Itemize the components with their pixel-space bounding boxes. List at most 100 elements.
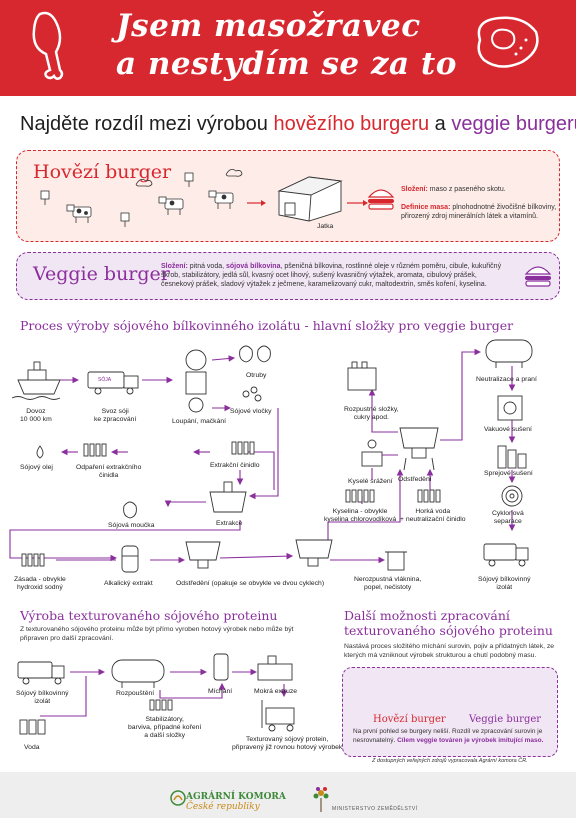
flasks-icon: [417, 489, 441, 503]
water-bottles-icon: [19, 719, 46, 735]
texture-izolat: Sójový bílkovinný izolát: [16, 690, 69, 705]
subtitle-beef: hovězího burgeru: [273, 113, 430, 135]
dissolving-tank-icon: [111, 659, 165, 688]
compare-text-normal: Na první pohled se burgery neliší. Rozdí…: [353, 728, 543, 744]
cloud-icon: [135, 169, 243, 187]
step-izolat: Sójový bílkovinný izolát: [478, 576, 531, 591]
step-cyklonova: Cyklonová separace: [492, 510, 524, 525]
ship-icon: [11, 361, 61, 400]
flasks-icon: [21, 553, 45, 567]
step-zasada: Zásada - obvykle hydroxid sodný: [14, 576, 66, 591]
logo1-line2: České republiky: [186, 802, 260, 812]
veggie-burger-icon: [524, 266, 552, 287]
beef-box-title: Hovězí burger: [33, 161, 172, 183]
flour-bag-icon: [123, 501, 137, 519]
centrifuge-icon: [295, 539, 333, 567]
forklift-icon: [261, 700, 295, 732]
bags-icon: [239, 345, 271, 363]
step-louponi: Loupání, mačkání: [172, 418, 227, 425]
slaughterhouse-icon: [277, 176, 343, 222]
beef-composition-label: Složení:: [401, 186, 428, 193]
texture-extruze: Mokrá extruze: [254, 688, 298, 695]
burger-icon: [367, 189, 395, 210]
centrifuge-icon: [185, 541, 221, 569]
footer: [0, 772, 576, 818]
step-alkalicky: Alkalický extrakt: [104, 580, 153, 587]
compare-beef-label: Hovězí burger: [373, 714, 446, 725]
title-line1: Jsem masožravec: [116, 8, 421, 44]
truck-soja-label: SÓJA: [98, 377, 112, 383]
step-extrakcni: Extrakční činidlo: [210, 462, 260, 469]
cow-icon: [66, 190, 234, 223]
compare-text: Na první pohled se burgery neliší. Rozdí…: [353, 728, 553, 745]
texture-protein: Texturovaný sójový protein, připravený j…: [232, 736, 343, 751]
subtitle-text: Najděte rozdíl mezi výrobou: [20, 113, 274, 135]
texture-title: Výroba texturovaného sójového proteinu: [20, 608, 278, 623]
ministry-logo: MINISTERSTVO ZEMĚDĚLSTVÍ: [332, 806, 418, 812]
step-horka: Horká voda + neutralizační činidlo: [400, 508, 466, 523]
truck-icon: [87, 371, 139, 395]
step-neutralizace: Neutralizace a praní: [476, 376, 537, 383]
agrarian-chamber-logo-icon: [170, 790, 186, 806]
logo1-line1: AGRÁRNÍ KOMORA: [186, 792, 286, 802]
cyclone-icon: [501, 485, 523, 507]
step-odpareni: Odpaření extrakčního činidla: [76, 464, 142, 479]
ministry-tree-logo-icon: [313, 787, 329, 812]
truck-icon: [17, 661, 65, 685]
texture-michani: Míchání: [208, 688, 233, 695]
veggie-composition-label: Složení:: [161, 263, 188, 270]
veggie-highlight: sójová bílkovina: [226, 263, 281, 270]
chicken-leg-icon: [32, 11, 64, 80]
texture-stabilizatory: Stabilizátory, barviva, případné koření …: [128, 716, 202, 739]
further-text: Nastává proces složitého míchání surovin…: [344, 643, 555, 659]
beef-composition: Složení: maso z paseného skotu.: [401, 185, 557, 194]
beef-composition-text: maso z paseného skotu.: [429, 186, 506, 193]
beef-definition: Definice masa: plnohodnotné živočišné bí…: [401, 203, 557, 221]
flasks-icon: [83, 443, 107, 457]
centrifuge-icon: [399, 427, 439, 471]
stabilizer-flasks-icon: [149, 699, 173, 711]
step-odstredeni2: Odstředění (opakuje se obvykle ve dvou c…: [176, 580, 325, 587]
subtitle-veggie: veggie burgeru: [451, 113, 576, 135]
step-dovoz: Dovoz 10 000 km: [20, 408, 52, 423]
beef-definition-label: Definice masa:: [401, 204, 451, 211]
header-banner: Jsem masožravec a nestydím se za to: [0, 0, 576, 96]
step-vakuove: Vakuové sušení: [484, 426, 532, 433]
step-kysele: Kyselé srážení: [348, 478, 393, 485]
step-moucka: Sójová moučka: [108, 522, 155, 529]
step-vlocky: Sójové vločky: [230, 408, 272, 415]
step-svoz: Svoz sóji ke zpracování: [94, 408, 137, 423]
page-subtitle: Najděte rozdíl mezi výrobou hovězího bur…: [20, 113, 576, 136]
flasks-icon: [345, 489, 375, 503]
veggie-burger-box: Veggie burger Složení: pitná voda, sójov…: [16, 252, 560, 300]
factory-icon: [347, 361, 377, 391]
extraction-vessel-icon: [209, 481, 247, 513]
burger-comparison-box: Hovězí burger Veggie burger Na první poh…: [342, 667, 558, 757]
beef-burger-box: Hovězí burger: [16, 150, 560, 242]
vacuum-dryer-icon: [497, 395, 523, 421]
further-title: Další možnosti zpracování texturovaného …: [344, 608, 553, 638]
veggie-box-title: Veggie burger: [33, 263, 170, 285]
title-line2: a nestydím se za to: [116, 46, 457, 82]
texture-rozpousteni: Rozpouštění: [116, 690, 155, 697]
step-rozpustne: Rozpustné složky, cukry apod.: [344, 406, 399, 421]
veggie-text-after: , pšeničná bílkovina, rostlinné oleje v …: [161, 263, 502, 288]
tank-icon: [485, 339, 533, 368]
step-sojovy-olej: Sójový olej: [20, 464, 53, 471]
step-odstredeni1: Odstředění: [398, 476, 432, 483]
veggie-composition: Složení: pitná voda, sójová bílkovina, p…: [161, 262, 511, 289]
step-sprejove: Sprejové sušení: [484, 470, 533, 477]
flakes-icon: [242, 386, 262, 402]
compare-text-bold: Cílem veggie továren je výrobek imitujíc…: [397, 736, 544, 744]
tree-icon: [40, 172, 194, 227]
texture-intro: Z texturovaného sójového proteinu může b…: [20, 626, 294, 642]
compare-veggie-label: Veggie burger: [469, 714, 542, 725]
beef-definition-text: plnohodnotné živočišné bílkoviny, přiroz…: [401, 204, 557, 220]
roller-machine-icon: [185, 349, 207, 413]
texture-voda: Voda: [24, 744, 40, 751]
spray-dryer-icon: [497, 445, 527, 469]
veggie-text-before: pitná voda,: [189, 263, 226, 270]
step-nerozpustna: Nerozpustná vláknina, popel, nečistoty: [354, 576, 422, 591]
process-title: Proces výroby sójového bílkovinného izol…: [20, 318, 514, 333]
